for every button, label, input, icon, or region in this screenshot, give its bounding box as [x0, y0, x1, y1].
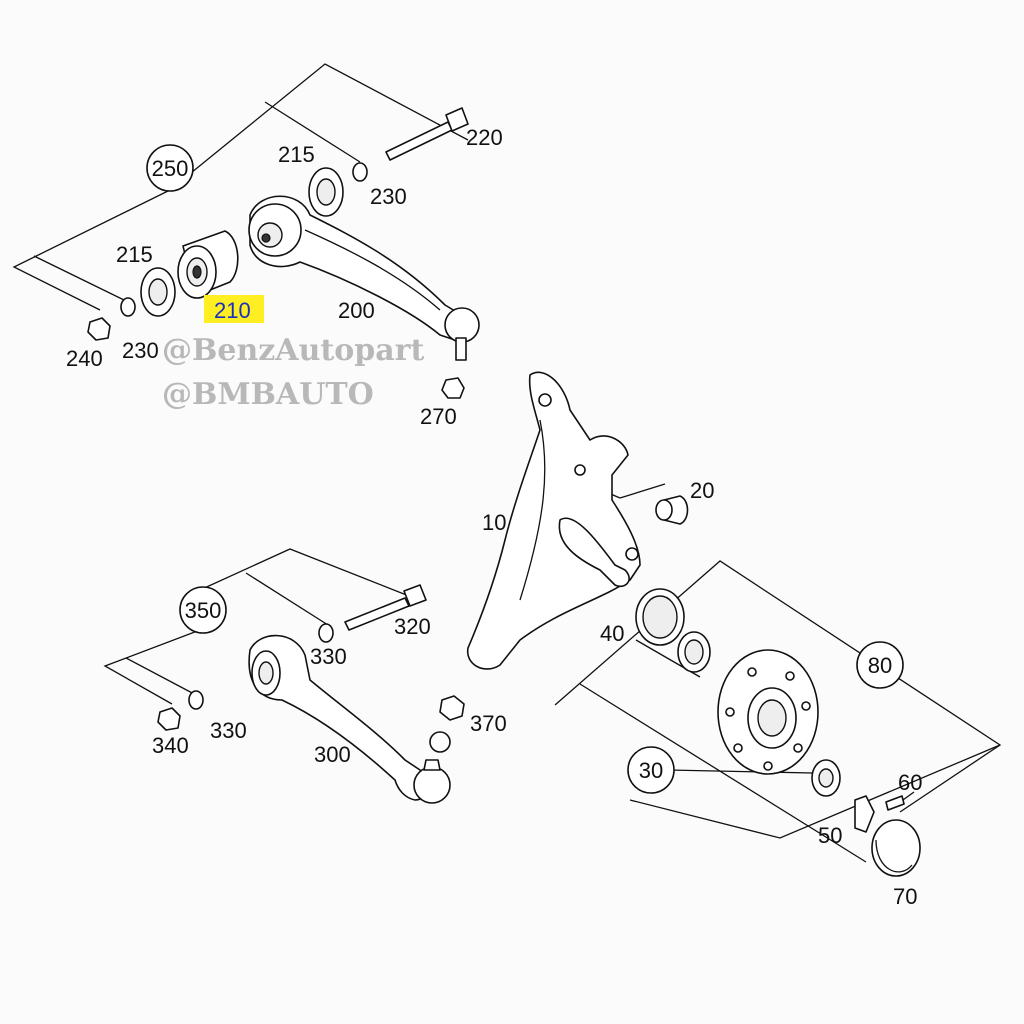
label-270[interactable]: 270 — [420, 404, 457, 429]
callout-350-label: 350 — [185, 598, 222, 623]
label-230-left[interactable]: 230 — [122, 338, 159, 363]
label-370[interactable]: 370 — [470, 711, 507, 736]
label-240[interactable]: 240 — [66, 346, 103, 371]
label-230-right[interactable]: 230 — [370, 184, 407, 209]
callout-30[interactable]: 30 — [627, 746, 675, 794]
callout-250-label: 250 — [152, 156, 189, 181]
watermark-line-1: @BenzAutopart — [162, 333, 424, 368]
label-215-left[interactable]: 215 — [116, 242, 153, 267]
label-70[interactable]: 70 — [893, 884, 917, 909]
label-320[interactable]: 320 — [394, 614, 431, 639]
highlight-210 — [204, 295, 264, 323]
callout-350[interactable]: 350 — [179, 586, 227, 634]
steering-knuckle — [467, 371, 689, 670]
label-300[interactable]: 300 — [314, 742, 351, 767]
callout-80-label: 80 — [868, 653, 892, 678]
label-340[interactable]: 340 — [152, 733, 189, 758]
label-330-left[interactable]: 330 — [210, 718, 247, 743]
watermark: @BenzAutopart @BMBAUTO — [162, 333, 424, 412]
label-60[interactable]: 60 — [898, 770, 922, 795]
part-labels: 215 215 220 230 230 210 200 240 270 20 1… — [66, 125, 922, 909]
label-50[interactable]: 50 — [818, 823, 842, 848]
label-215-right[interactable]: 215 — [278, 142, 315, 167]
upper-control-arm — [87, 107, 480, 399]
label-330-right[interactable]: 330 — [310, 644, 347, 669]
label-10[interactable]: 10 — [482, 510, 506, 535]
watermark-line-2: @BMBAUTO — [162, 377, 374, 412]
label-200[interactable]: 200 — [338, 298, 375, 323]
label-210[interactable]: 210 — [214, 298, 251, 323]
callout-30-label: 30 — [639, 758, 663, 783]
label-20[interactable]: 20 — [690, 478, 714, 503]
label-220[interactable]: 220 — [466, 125, 503, 150]
callout-80[interactable]: 80 — [856, 641, 904, 689]
callout-250[interactable]: 250 — [146, 144, 194, 192]
label-40[interactable]: 40 — [600, 621, 624, 646]
wheel-hub — [635, 588, 921, 877]
lower-control-arm — [157, 584, 465, 804]
